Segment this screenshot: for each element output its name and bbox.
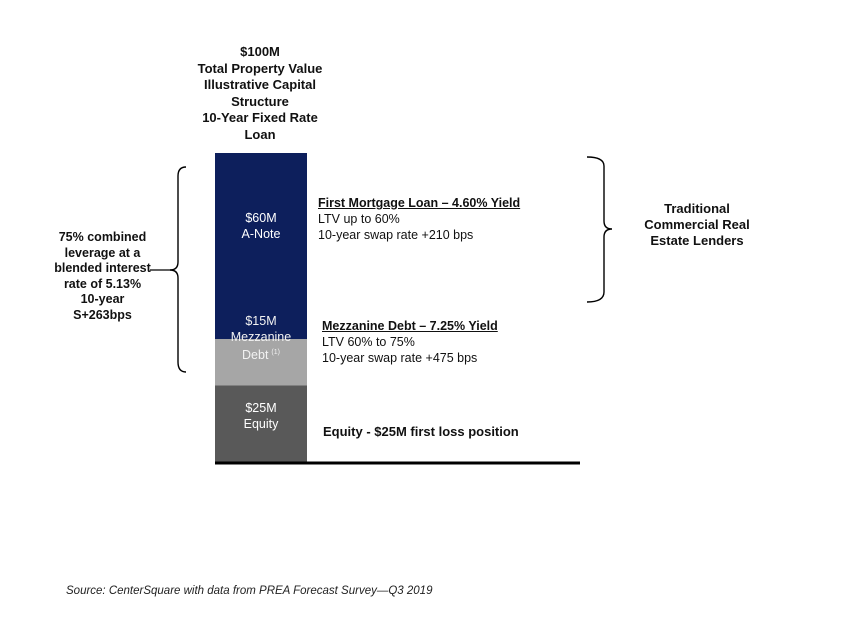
- note-line: 10-year: [80, 292, 125, 307]
- equity-description: Equity - $25M first loss position: [323, 424, 519, 439]
- bar-segment-equity: [215, 385, 307, 463]
- note-line: S+263bps: [73, 307, 132, 322]
- segment-label-a-note: $60M A-Note: [215, 210, 307, 242]
- segment-name-line2: Debt(1): [215, 345, 307, 363]
- description-line: LTV 60% to 75%: [322, 335, 415, 349]
- segment-label-equity: $25M Equity: [215, 400, 307, 432]
- bar-segment-a_note: [215, 153, 307, 339]
- title-line: Illustrative Capital: [204, 77, 316, 92]
- note-line: rate of 5.13%: [63, 276, 142, 291]
- note-line: blended interest: [54, 261, 151, 276]
- title-line: Loan: [244, 126, 276, 142]
- segment-value: $25M: [245, 401, 277, 415]
- first-mortgage-heading: First Mortgage Loan – 4.60% Yield: [318, 196, 521, 210]
- first-mortgage-description: First Mortgage Loan – 4.60% Yield LTV up…: [318, 195, 520, 243]
- description-line: 10-year swap rate +210 bps: [318, 228, 474, 242]
- description-line: 10-year swap rate +475 bps: [322, 351, 478, 365]
- title-line: $100M: [240, 44, 280, 59]
- title-line: 10-Year Fixed Rate: [202, 110, 318, 125]
- note-line: leverage at a: [64, 245, 141, 260]
- footnote-marker: (1): [271, 349, 280, 356]
- segment-value: $15M: [245, 314, 277, 328]
- segment-value: $60M: [245, 211, 277, 225]
- mezzanine-description: Mezzanine Debt – 7.25% Yield LTV 60% to …: [322, 318, 498, 366]
- segment-label-mezzanine: $15M Mezzanine Debt(1): [215, 313, 307, 363]
- leverage-note: 75% combined leverage at a blended inter…: [30, 230, 175, 324]
- note-line: Commercial Real: [644, 217, 750, 232]
- segment-name: Equity: [243, 417, 279, 431]
- bar-segment-mezz: [215, 339, 307, 386]
- segment-name: Mezzanine: [230, 330, 292, 344]
- source-note: Source: CenterSquare with data from PREA…: [66, 585, 433, 597]
- segment-name: Debt: [242, 348, 269, 362]
- segment-name: A-Note: [241, 227, 281, 241]
- note-line: 75% combined: [58, 230, 147, 244]
- note-line: Estate Lenders: [650, 233, 744, 248]
- description-line: LTV up to 60%: [318, 212, 400, 226]
- chart-title: $100M Total Property Value Illustrative …: [180, 44, 340, 143]
- stacked-bar: [215, 153, 307, 463]
- right-brace: [586, 156, 613, 303]
- title-line: Total Property Value: [197, 60, 323, 76]
- mezzanine-heading: Mezzanine Debt – 7.25% Yield: [322, 319, 498, 333]
- title-line: Structure: [231, 93, 289, 109]
- lenders-note: Traditional Commercial Real Estate Lende…: [622, 201, 772, 249]
- note-line: Traditional: [664, 201, 730, 216]
